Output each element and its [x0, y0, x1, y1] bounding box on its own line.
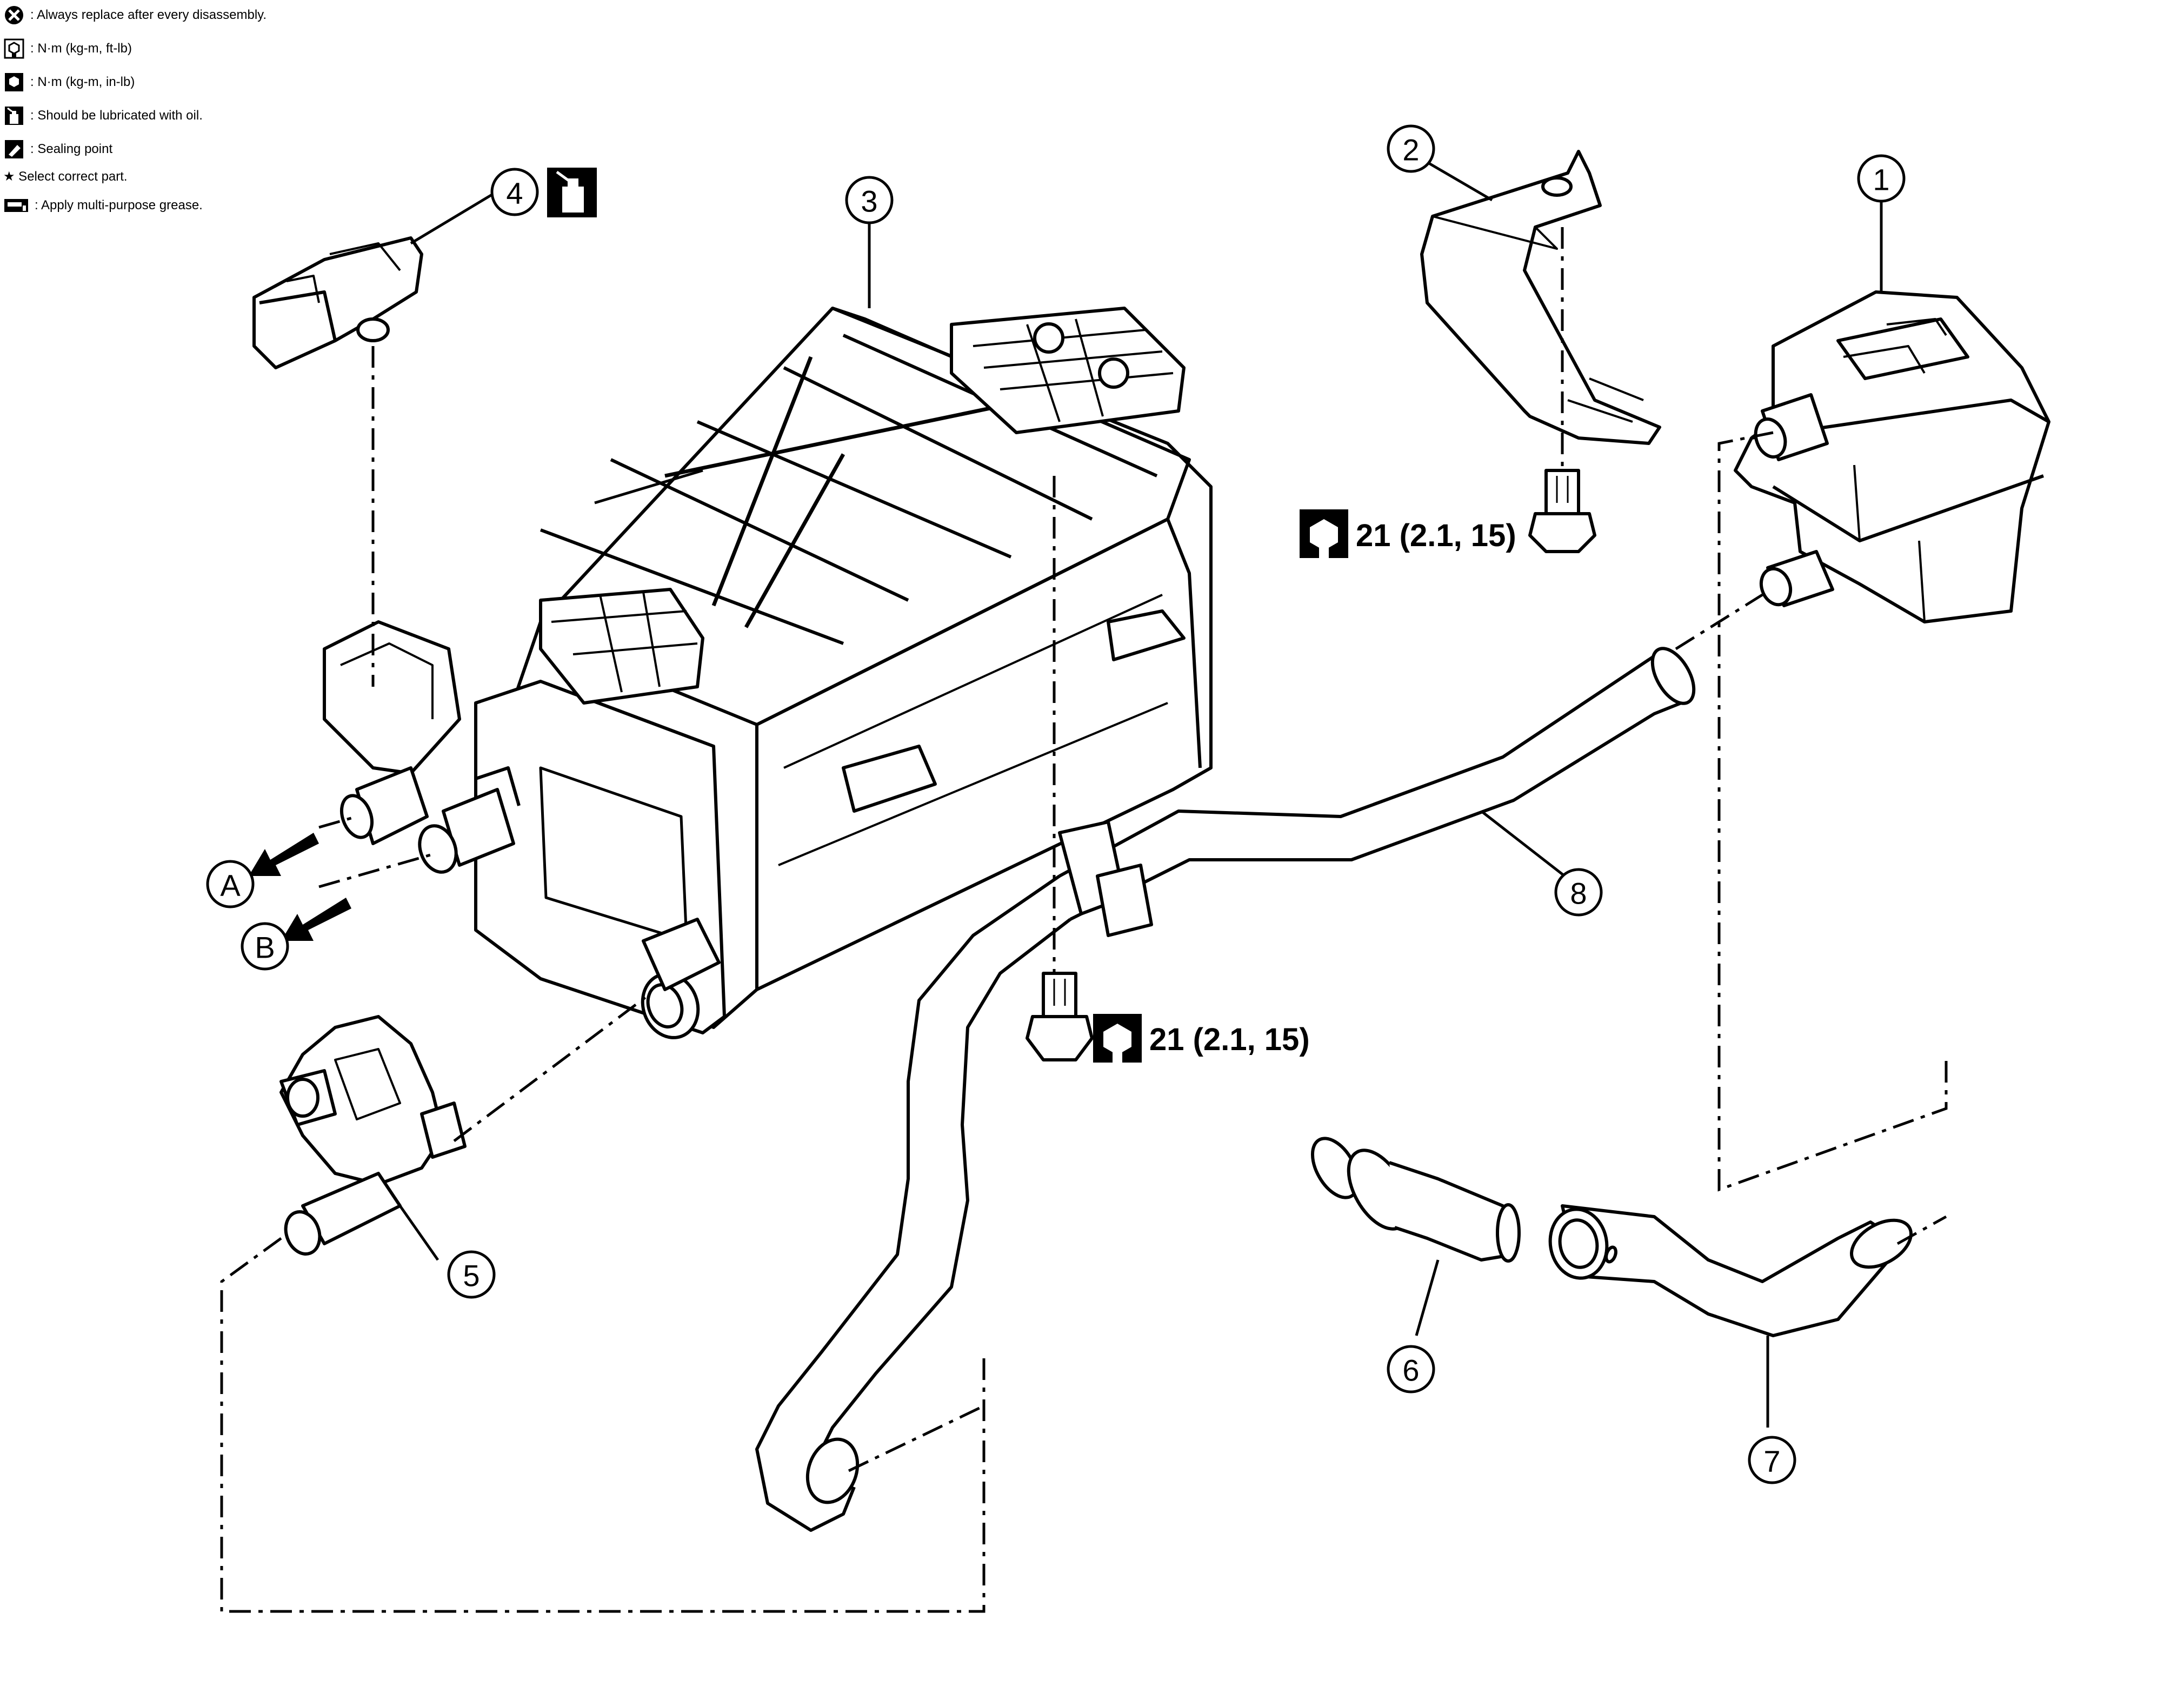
legend-text: ★ Select correct part.: [3, 169, 128, 184]
assembly-lines: [220, 227, 1948, 1613]
torque-wrench-icon: [1093, 1014, 1142, 1063]
legend-row-oil: : Should be lubricated with oil.: [3, 103, 203, 129]
arrow-a: [249, 833, 319, 876]
legend-text: : N·m (kg-m, in-lb): [30, 75, 135, 89]
svg-text:3: 3: [861, 184, 877, 218]
torque-wrench-ft-lb-icon: [4, 38, 24, 59]
svg-text:A: A: [220, 868, 241, 902]
svg-text:4: 4: [506, 176, 523, 210]
legend-row-replace: : Always replace after every disassembly…: [3, 2, 267, 28]
legend-row-star: ★ Select correct part.: [3, 163, 128, 189]
sealant-tube-icon: [5, 140, 23, 158]
callout-1: 1: [1857, 154, 1906, 203]
vent-hose: [1548, 1204, 1913, 1337]
filter-neck-tube: [1310, 1137, 1521, 1263]
always-replace-icon: [5, 6, 23, 24]
svg-text:7: 7: [1763, 1444, 1780, 1478]
arrow-b: [281, 898, 351, 941]
callout-7: 7: [1748, 1436, 1796, 1484]
evap-canister: [323, 307, 1213, 1039]
legend-row-torque-in-lb: : N·m (kg-m, in-lb): [3, 69, 135, 95]
legend-row-grease: : Apply multi-purpose grease.: [3, 193, 203, 218]
callout-8: 8: [1554, 868, 1603, 917]
bolt-upper: [1528, 469, 1596, 553]
callout-3: 3: [845, 176, 894, 224]
evap-pressure-sensor: [252, 236, 423, 369]
torque-wrench-icon: [1300, 509, 1348, 558]
legend-text: : Apply multi-purpose grease.: [35, 198, 203, 213]
callout-b: B: [241, 922, 289, 971]
callout-leaders: [398, 161, 1883, 1428]
svg-text:6: 6: [1402, 1353, 1419, 1388]
torque-spec-lower: 21 (2.1, 15): [1093, 1014, 1310, 1063]
callout-5: 5: [447, 1250, 496, 1299]
svg-text:B: B: [255, 931, 275, 965]
legend-row-sealing: : Sealing point: [3, 136, 112, 162]
oil-can-icon: [547, 168, 597, 217]
canister-bracket: [1420, 150, 1661, 445]
evap-vent-control-valve: [279, 1015, 467, 1256]
oil-can-icon: [5, 107, 23, 125]
svg-text:21 (2.1, 15): 21 (2.1, 15): [1356, 518, 1516, 553]
grease-gun-icon: [4, 199, 28, 212]
callout-4: 4: [490, 168, 539, 216]
callout-2: 2: [1387, 124, 1435, 173]
legend-row-torque-ft-lb: : N·m (kg-m, ft-lb): [3, 36, 132, 62]
legend-text: : Sealing point: [30, 142, 113, 156]
legend-text: : Should be lubricated with oil.: [30, 108, 203, 123]
torque-wrench-in-lb-icon: [5, 73, 23, 91]
bolt-lower: [1026, 972, 1094, 1061]
drain-filter: [1734, 290, 2050, 623]
legend-text: : N·m (kg-m, ft-lb): [30, 41, 132, 56]
svg-text:2: 2: [1402, 133, 1419, 167]
legend-text: : Always replace after every disassembly…: [30, 8, 267, 22]
callout-a: A: [206, 860, 255, 908]
svg-text:8: 8: [1570, 877, 1587, 911]
torque-spec-upper: 21 (2.1, 15): [1300, 509, 1516, 558]
svg-text:21 (2.1, 15): 21 (2.1, 15): [1149, 1022, 1310, 1057]
callout-6: 6: [1387, 1345, 1435, 1393]
evap-hose-long: [755, 647, 1696, 1532]
svg-text:5: 5: [463, 1259, 480, 1293]
svg-text:1: 1: [1873, 163, 1889, 197]
